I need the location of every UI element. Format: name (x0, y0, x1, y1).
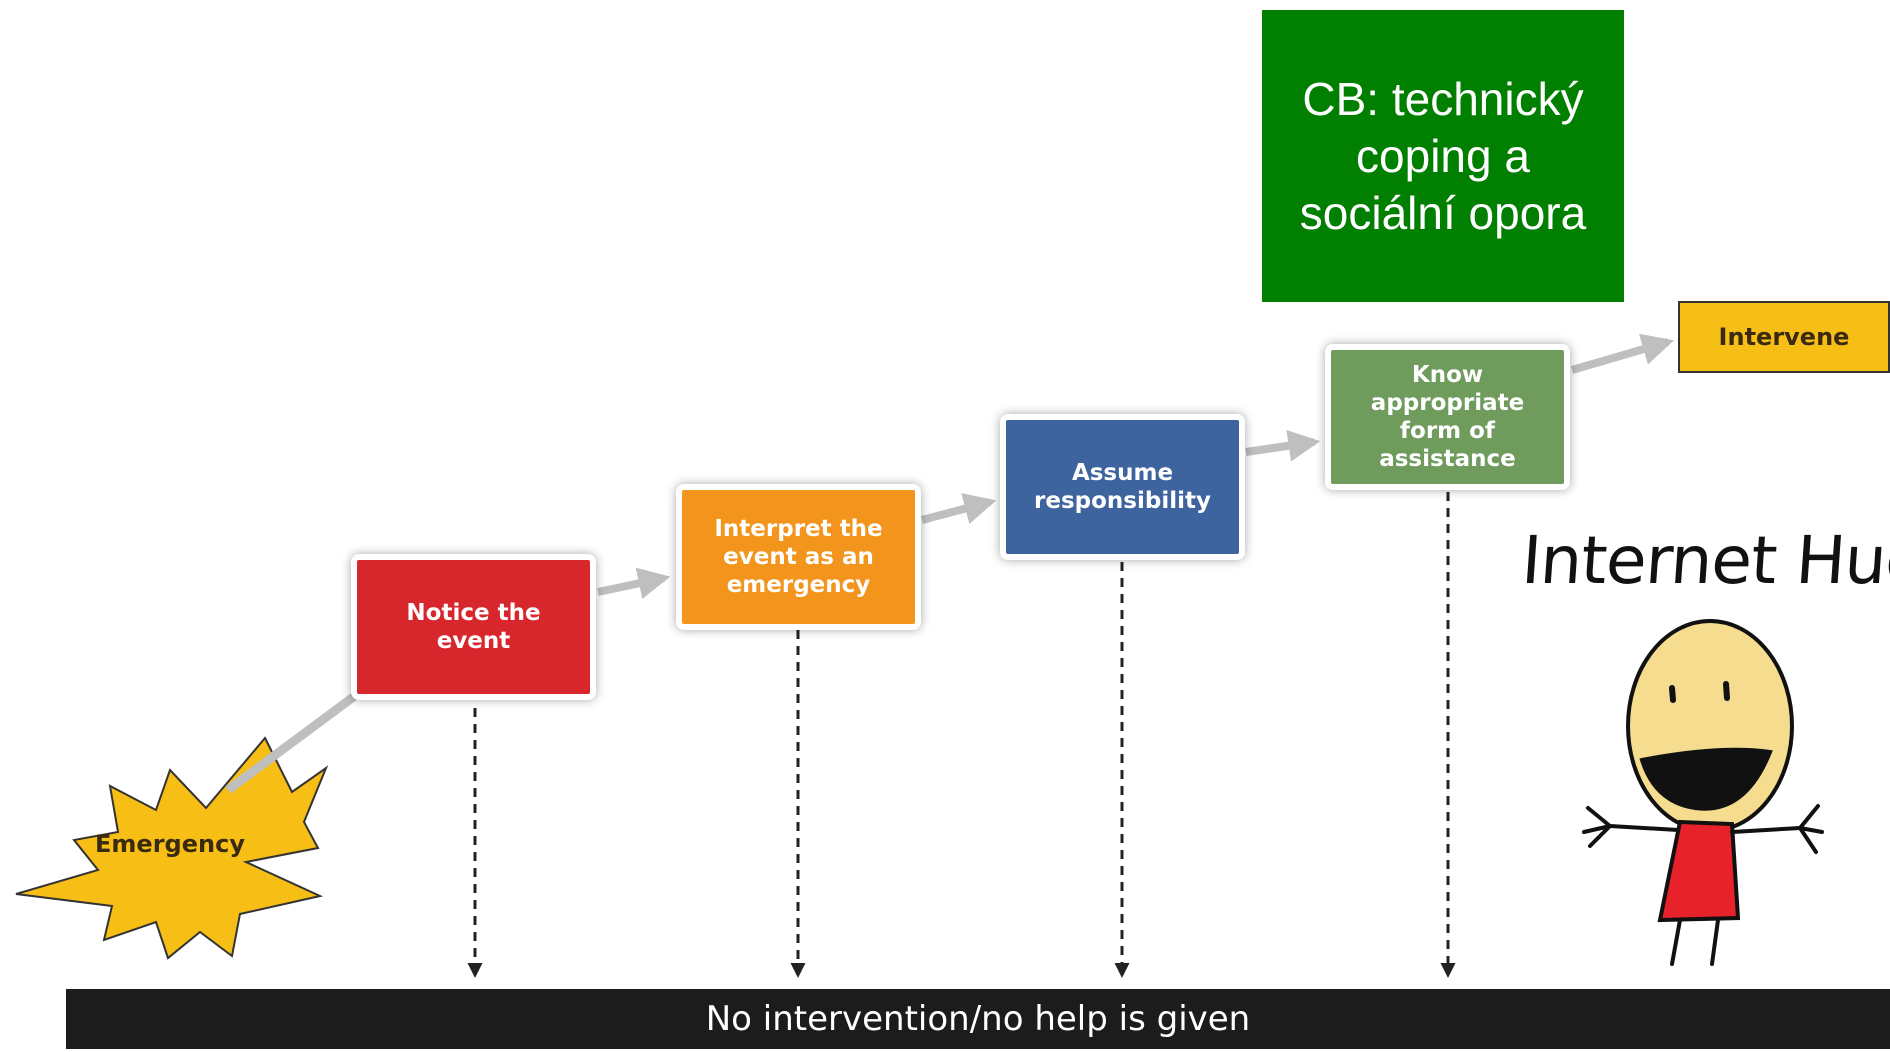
stage-know-label: Know appropriate form of assistance (1370, 362, 1525, 472)
figure-hand-right (1798, 804, 1824, 854)
stage-interpret-label: Interpret the event as an emergency (714, 516, 883, 598)
stage-assume-label: Assume responsibility (1034, 460, 1211, 514)
arrow-notice-interpret (597, 567, 671, 599)
figure-shirt (1657, 819, 1741, 923)
intervene-label: Intervene (1718, 323, 1850, 351)
stage-notice-box: Notice the event (351, 554, 596, 700)
emergency-label: Emergency (95, 830, 245, 858)
connector-emergency-notice (225, 691, 359, 794)
hug-title: Internet Hug (1519, 522, 1890, 599)
stage-assume-box: Assume responsibility (1000, 414, 1245, 560)
figure-leg-right (1710, 918, 1720, 966)
callout-box: CB: technický coping a sociální opora (1262, 10, 1624, 302)
stage-know-box: Know appropriate form of assistance (1325, 344, 1570, 490)
arrow-know-intervene (1570, 333, 1675, 374)
emergency-starburst (15, 736, 329, 960)
figure-eye-right (1723, 681, 1730, 701)
hug-figure (1582, 619, 1824, 966)
arrow-assume-know (1245, 429, 1321, 462)
callout-text: CB: technický coping a sociální opora (1299, 72, 1587, 239)
figure-arm-left (1608, 824, 1680, 832)
arrow-interpret-assume (920, 493, 997, 525)
stage-interpret-box: Interpret the event as an emergency (676, 484, 921, 630)
figure-eye-left (1669, 685, 1676, 703)
figure-leg-left (1670, 918, 1682, 966)
outcome-bar: No intervention/no help is given (66, 989, 1890, 1049)
figure-mouth (1639, 747, 1773, 811)
figure-arm-right (1730, 826, 1802, 834)
figure-hand-left (1582, 806, 1612, 848)
stage-notice-label: Notice the event (406, 600, 541, 654)
intervene-box: Intervene (1678, 301, 1890, 373)
outcome-label: No intervention/no help is given (705, 999, 1251, 1039)
